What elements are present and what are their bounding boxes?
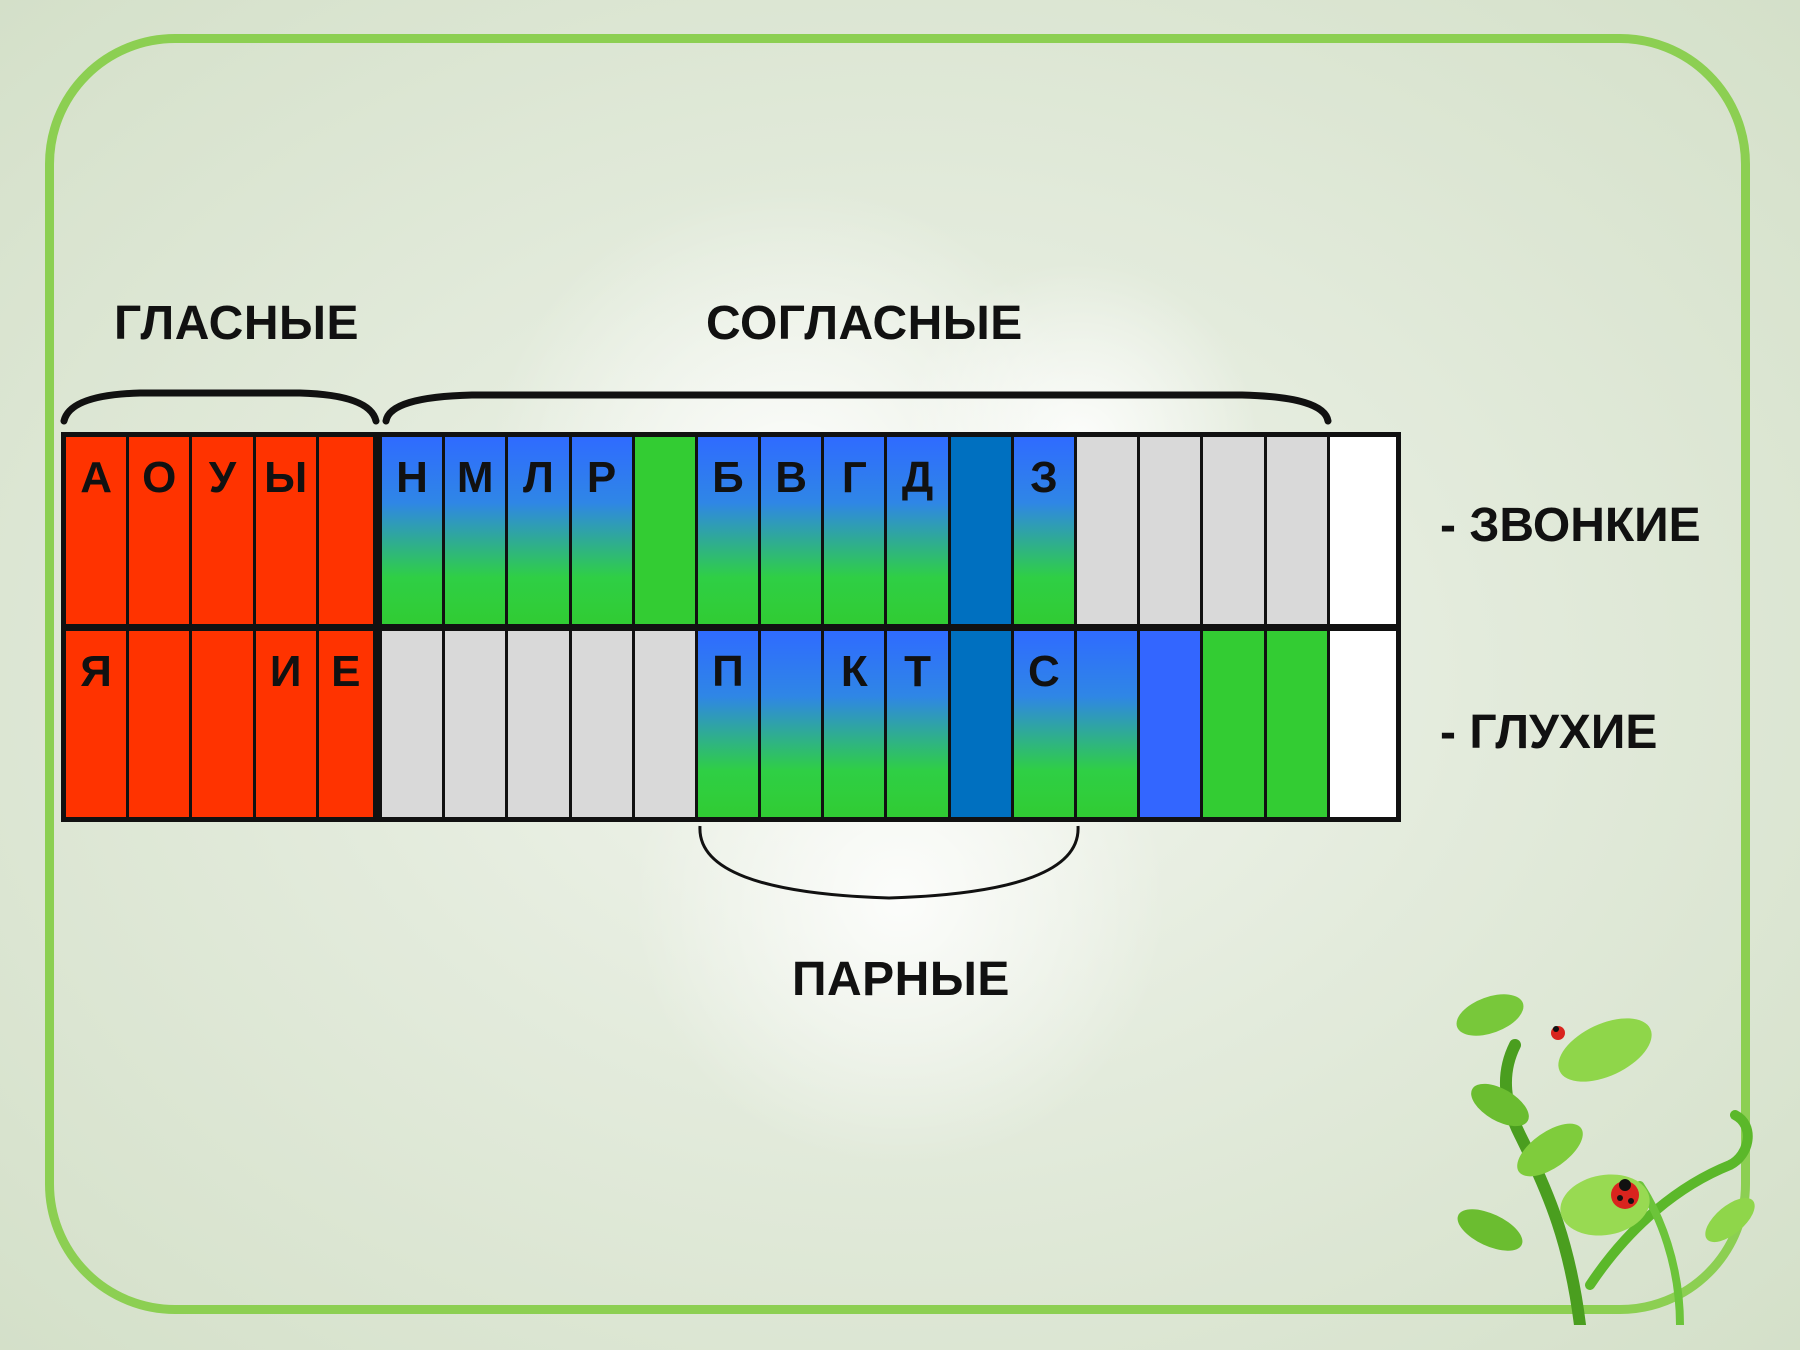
- letter-cell: [192, 631, 252, 818]
- letter-cell: [1267, 437, 1327, 624]
- letter-cell: [445, 631, 505, 818]
- letter-cell: [761, 631, 821, 818]
- paired-heading: ПАРНЫЕ: [792, 952, 1010, 1007]
- letter-cell: Т: [887, 631, 947, 818]
- letter-cell: Г: [824, 437, 884, 624]
- vowels-brace: [60, 385, 380, 425]
- letter-cell: Н: [382, 437, 442, 624]
- letter-cell: Е: [319, 631, 379, 818]
- letter-cell: [1203, 437, 1263, 624]
- letter-cell: Л: [508, 437, 568, 624]
- consonants-heading: СОГЛАСНЫЕ: [706, 296, 1023, 351]
- letter-cell: [129, 631, 189, 818]
- letter-cell: [635, 631, 695, 818]
- letter-cell: [1140, 631, 1200, 818]
- letter-cell: [1203, 631, 1263, 818]
- letter-cell: [951, 437, 1011, 624]
- letter-cell: [951, 631, 1011, 818]
- letter-cell: [572, 631, 632, 818]
- letter-cell: О: [129, 437, 189, 624]
- paired-brace: [696, 822, 1082, 902]
- sprout-with-ladybugs-icon: [1430, 985, 1770, 1325]
- letter-cell: [382, 631, 442, 818]
- consonants-brace: [382, 385, 1332, 425]
- letter-cell: М: [445, 437, 505, 624]
- letter-cell: Р: [572, 437, 632, 624]
- letter-cell: [1077, 631, 1137, 818]
- letter-cell: С: [1014, 631, 1074, 818]
- voiced-legend: - ЗВОНКИЕ: [1440, 498, 1701, 553]
- letter-cell: [1330, 631, 1396, 818]
- letter-cell: П: [698, 631, 758, 818]
- letter-cell: И: [256, 631, 316, 818]
- letter-cell: [1140, 437, 1200, 624]
- letter-cell: [508, 631, 568, 818]
- letter-cell: А: [66, 437, 126, 624]
- letter-cell: [1330, 437, 1396, 624]
- letter-cell: В: [761, 437, 821, 624]
- letter-cell: К: [824, 631, 884, 818]
- letter-cell: [1267, 631, 1327, 818]
- letter-cell: З: [1014, 437, 1074, 624]
- letter-cell: [1077, 437, 1137, 624]
- letter-cell: Я: [66, 631, 126, 818]
- vowels-heading: ГЛАСНЫЕ: [114, 296, 359, 351]
- letter-cell: Д: [887, 437, 947, 624]
- letter-cell: Ы: [256, 437, 316, 624]
- letter-cell: Б: [698, 437, 758, 624]
- letter-cell: У: [192, 437, 252, 624]
- letter-cell: [635, 437, 695, 624]
- voiceless-legend: - ГЛУХИЕ: [1440, 705, 1657, 760]
- letter-cell: [319, 437, 379, 624]
